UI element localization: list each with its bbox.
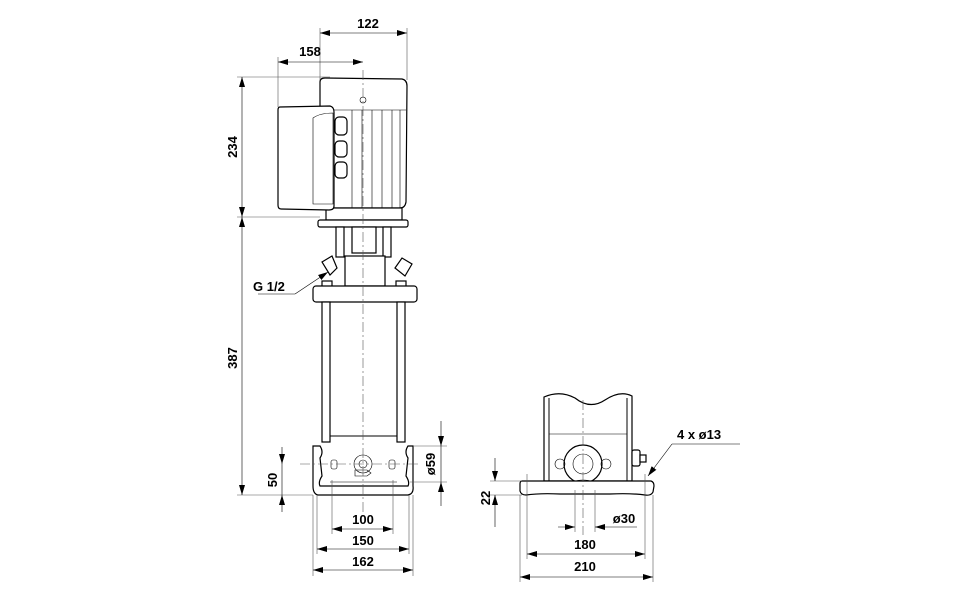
dim-label: 180 [574,537,596,552]
dimension-122: 122 [319,16,408,80]
terminal-box [277,105,348,211]
holes-callout: 4 x ø13 [647,427,740,477]
dim-label: ø30 [613,511,635,526]
dimension-158: 158 [277,44,363,107]
coupling [321,226,413,288]
front-view: 122 158 234 387 G 1/2 50 [225,16,447,576]
dim-label: 158 [299,44,321,59]
dimension-210: 210 [519,495,654,582]
dimension-234: 234 [225,76,330,218]
dim-label: 234 [225,135,240,157]
dimension-387: 387 [225,217,313,496]
dim-label: 100 [352,512,374,527]
dim-label: 122 [357,16,379,31]
connection-callout: G 1/2 [253,271,329,295]
dim-label: ø59 [423,453,438,475]
connection-label: G 1/2 [253,279,285,294]
dimension-180: 180 [526,474,646,559]
dimension-50: 50 [265,447,285,512]
dimension-diameter-30: ø30 [558,490,637,532]
dim-label: 50 [265,473,280,487]
dim-label: 210 [574,559,596,574]
dim-label: 150 [352,533,374,548]
pump-body [300,70,420,515]
dimension-100: 100 [331,480,394,534]
holes-label: 4 x ø13 [677,427,721,442]
dim-label: 162 [352,554,374,569]
dim-label: 387 [225,347,240,369]
dimension-diameter-59: ø59 [410,421,447,506]
dimension-150: 150 [316,495,410,554]
dimension-22: 22 [478,458,522,527]
dim-label: 22 [478,491,493,505]
side-view: 22 ø30 180 210 4 x ø13 [478,393,740,582]
dimension-162: 162 [312,495,414,576]
